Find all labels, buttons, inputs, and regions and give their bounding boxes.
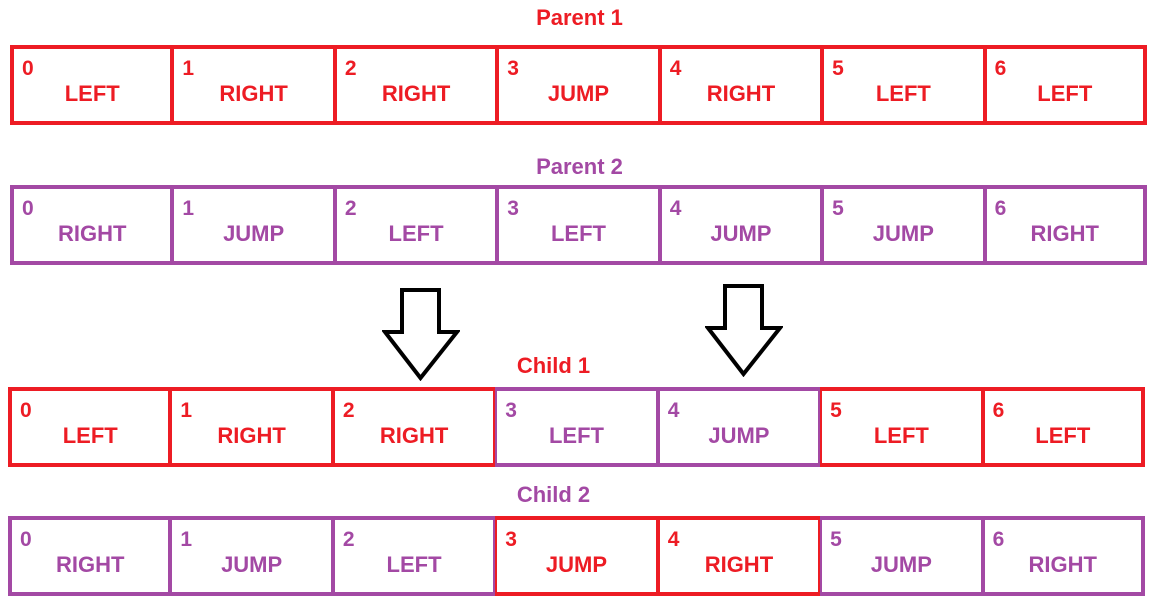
gene-index: 6 [994, 197, 1007, 220]
gene-action: RIGHT [217, 423, 286, 448]
gene-index: 1 [180, 528, 193, 551]
gene-action: LEFT [550, 221, 606, 246]
gene-action: JUMP [872, 221, 934, 246]
gene-index: 0 [22, 197, 34, 220]
crossover-point-2-arrow-icon [705, 284, 783, 377]
gene-action: JUMP [708, 423, 770, 448]
gene-action: RIGHT [706, 81, 776, 106]
gene-action: LEFT [64, 81, 120, 106]
gene-index: 3 [505, 399, 517, 422]
gene-index: 2 [342, 399, 355, 422]
gene-index: 6 [992, 399, 1005, 422]
gene-index: 2 [344, 197, 357, 220]
gene-action: RIGHT [381, 81, 451, 106]
gene-action: LEFT [62, 423, 118, 448]
gene-action: RIGHT [704, 552, 774, 577]
gene-action: LEFT [386, 552, 442, 577]
gene-index: 5 [830, 399, 842, 422]
child-2-title: Child 2 [516, 482, 591, 507]
gene-index: 0 [20, 399, 32, 422]
gene-action: RIGHT [219, 81, 288, 106]
gene-index: 5 [832, 197, 844, 220]
gene-action: JUMP [223, 221, 285, 246]
parent-1-title: Parent 1 [536, 5, 623, 30]
gene-action: JUMP [547, 81, 610, 106]
gene-index: 2 [342, 528, 355, 551]
gene-index: 1 [180, 399, 193, 422]
gene-index: 4 [667, 528, 680, 551]
child-1-title: Child 1 [516, 353, 591, 378]
crossover-point-1-arrow-icon [382, 288, 460, 381]
gene-index: 0 [20, 528, 32, 551]
gene-action: JUMP [221, 552, 283, 577]
gene-index: 4 [669, 57, 682, 80]
gene-index: 3 [507, 57, 519, 80]
gene-action: LEFT [1037, 81, 1093, 106]
parent-2-title: Parent 2 [536, 154, 623, 179]
gene-index: 0 [22, 57, 34, 80]
gene-action: RIGHT [1030, 221, 1099, 246]
gene-index: 6 [992, 528, 1005, 551]
gene-index: 3 [505, 528, 517, 551]
gene-index: 2 [344, 57, 357, 80]
gene-index: 4 [669, 197, 682, 220]
gene-action: JUMP [870, 552, 932, 577]
gene-index: 6 [994, 57, 1007, 80]
gene-action: RIGHT [57, 221, 127, 246]
gene-index: 5 [830, 528, 842, 551]
gene-action: JUMP [545, 552, 608, 577]
gene-action: LEFT [548, 423, 604, 448]
gene-action: RIGHT [1028, 552, 1097, 577]
gene-index: 3 [507, 197, 519, 220]
gene-action: LEFT [1035, 423, 1091, 448]
gene-action: LEFT [388, 221, 444, 246]
gene-action: RIGHT [379, 423, 449, 448]
gene-index: 1 [182, 197, 195, 220]
gene-action: JUMP [710, 221, 772, 246]
gene-action: LEFT [873, 423, 929, 448]
gene-index: 5 [832, 57, 844, 80]
gene-action: RIGHT [55, 552, 125, 577]
gene-index: 1 [182, 57, 195, 80]
gene-action: LEFT [875, 81, 931, 106]
gene-index: 4 [667, 399, 680, 422]
